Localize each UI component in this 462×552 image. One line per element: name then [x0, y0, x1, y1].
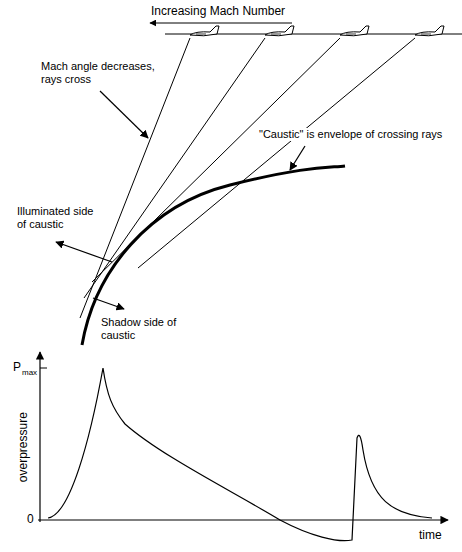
ray: [138, 38, 415, 268]
y-axis: [39, 352, 40, 522]
axis-tick-label: max: [21, 368, 38, 378]
mach-arrow: [150, 23, 292, 24]
aircraft: [415, 26, 444, 36]
callout-text: "Caustic" is envelope of crossing rays: [258, 128, 443, 141]
leader-arrow: [100, 91, 148, 138]
leader-arrow: [93, 298, 124, 309]
leader-arrow: [56, 242, 112, 262]
axis-title: time: [418, 528, 443, 542]
axis-tick-label: 0: [26, 512, 35, 526]
callout-text: Mach angle decreases, rays cross: [40, 60, 162, 86]
callout-text: Illuminated side of caustic: [16, 205, 106, 231]
caustic-curve: [82, 166, 345, 345]
x-axis: [38, 519, 448, 520]
aircraft: [190, 26, 219, 36]
axis-note: Increasing Mach Number: [150, 4, 286, 18]
pmax-tick: [40, 368, 47, 369]
aircraft: [265, 26, 294, 36]
axis-tick-label: P: [12, 360, 22, 374]
aircraft: [340, 26, 369, 36]
callout-text: Shadow side of caustic: [100, 316, 186, 342]
axis-title: overpressure: [16, 404, 30, 490]
leader-arrow: [290, 146, 305, 170]
pressure-signature: [48, 368, 432, 541]
